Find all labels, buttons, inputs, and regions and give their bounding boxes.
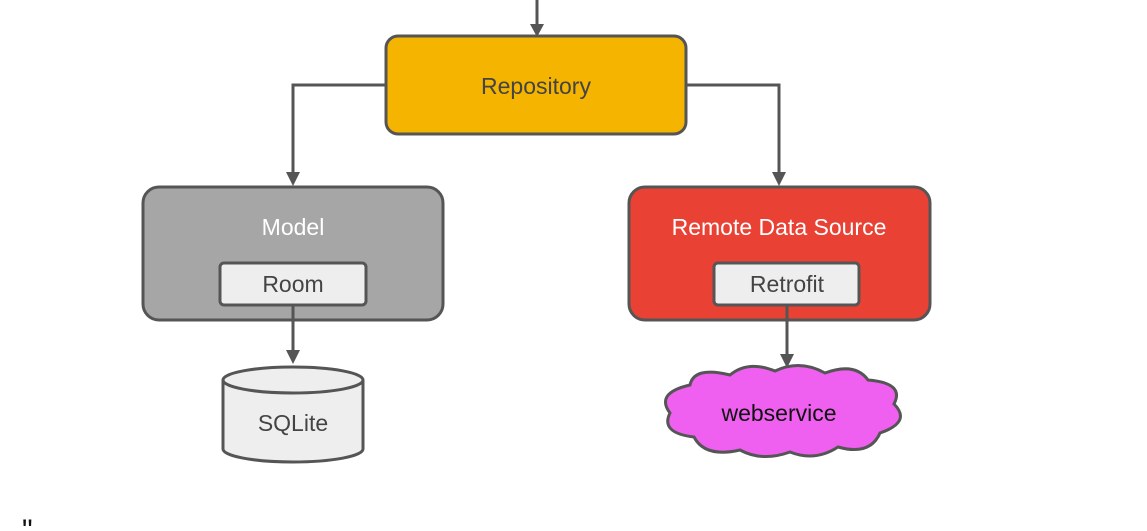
cloud-shape — [664, 364, 902, 458]
retrofit-label: Retrofit — [750, 271, 825, 297]
clipped-text-fragment: " — [22, 514, 33, 531]
remote-data-source-label: Remote Data Source — [672, 214, 887, 240]
edge-repository-to-remote — [686, 83, 786, 186]
webservice-cloud[interactable]: webservice — [664, 364, 902, 458]
sqlite-label: SQLite — [258, 410, 328, 436]
repository-node[interactable]: Repository — [384, 34, 688, 136]
edge-retrofit-to-webservice — [780, 306, 794, 368]
model-node[interactable]: Model Room — [141, 185, 445, 322]
remote-data-source-node[interactable]: Remote Data Source Retrofit — [627, 185, 932, 322]
retrofit-box — [712, 261, 861, 307]
webservice-label: webservice — [720, 400, 836, 426]
model-label: Model — [262, 214, 325, 240]
edge-incoming-to-repository — [530, 0, 544, 37]
room-box — [218, 261, 368, 307]
edge-room-to-sqlite — [286, 306, 300, 364]
database-cylinder-body — [221, 380, 365, 464]
sqlite-database[interactable]: SQLite — [221, 365, 365, 464]
database-cylinder-top — [221, 365, 365, 395]
edge-repository-to-model — [286, 83, 386, 186]
repository-label: Repository — [481, 73, 591, 99]
room-label: Room — [262, 271, 323, 297]
